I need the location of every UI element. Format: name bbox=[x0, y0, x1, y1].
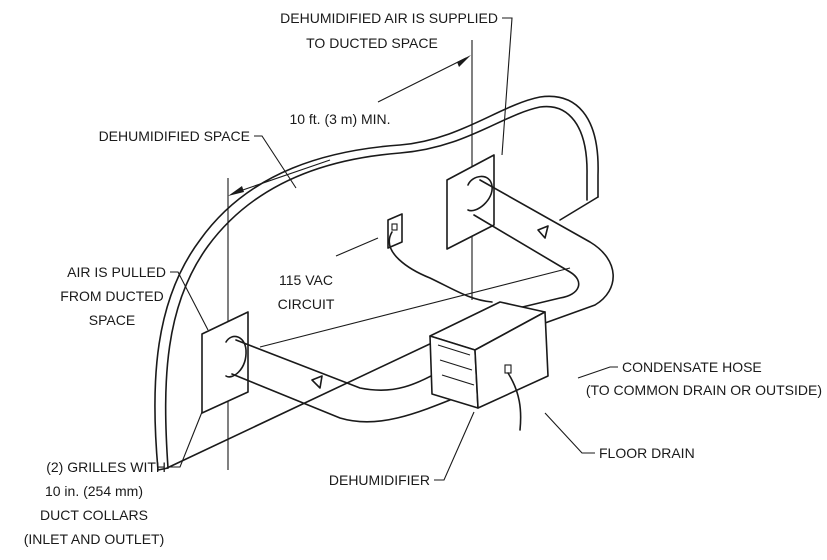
label-pulled-line1: AIR IS PULLED bbox=[67, 264, 166, 280]
label-dehumidifier: DEHUMIDIFIER bbox=[329, 472, 430, 488]
label-grilles-line3: DUCT COLLARS bbox=[40, 507, 148, 523]
power-cord bbox=[388, 231, 493, 303]
panel-top-edge bbox=[154, 95, 599, 471]
leader-floor-drain bbox=[544, 412, 595, 454]
dehumidified-space-panel bbox=[154, 95, 599, 471]
label-grilles-line4: (INLET AND OUTLET) bbox=[24, 531, 165, 547]
leader-condensate bbox=[577, 366, 618, 379]
label-space: DEHUMIDIFIED SPACE bbox=[99, 128, 250, 144]
leader-supply bbox=[501, 17, 513, 156]
label-pulled-line3: SPACE bbox=[89, 312, 135, 328]
panel-bottom-edge bbox=[166, 324, 471, 469]
leader-grilles bbox=[170, 411, 203, 468]
leader-circuit bbox=[335, 237, 379, 257]
label-circuit-line1: 115 VAC bbox=[279, 272, 333, 288]
supply-flow-arrow bbox=[537, 225, 549, 239]
label-grilles-line1: (2) GRILLES WITH bbox=[46, 459, 166, 475]
supply-grille-plate bbox=[446, 154, 495, 250]
label-grilles-line2: 10 in. (254 mm) bbox=[45, 483, 143, 499]
supply-grille bbox=[446, 154, 495, 250]
label-floor-drain: FLOOR DRAIN bbox=[599, 445, 695, 461]
dimension-line-left bbox=[233, 159, 331, 194]
outlet bbox=[387, 213, 493, 303]
leader-pulled bbox=[170, 271, 209, 331]
panel-right-edge bbox=[559, 196, 599, 221]
dimension-line-right bbox=[377, 57, 467, 103]
outlet-receptacle bbox=[391, 223, 398, 231]
floor-line bbox=[259, 267, 571, 348]
dimension-arrow-left bbox=[228, 186, 244, 196]
label-circuit-line2: CIRCUIT bbox=[278, 296, 335, 312]
outlet-plate bbox=[387, 213, 403, 249]
panel-top-edge-inner bbox=[164, 105, 588, 469]
supply-duct bbox=[473, 179, 614, 333]
return-grille bbox=[201, 311, 249, 414]
leader-lines bbox=[170, 17, 618, 481]
label-supply-line2: TO DUCTED SPACE bbox=[306, 35, 438, 51]
dehumidifier-unit bbox=[429, 301, 549, 431]
label-condensate-line2: (TO COMMON DRAIN OR OUTSIDE) bbox=[586, 382, 822, 398]
label-supply-line1: DEHUMIDIFIED AIR IS SUPPLIED bbox=[280, 10, 498, 26]
leader-dehumidifier bbox=[434, 411, 475, 481]
dimension-arrow-right bbox=[457, 55, 471, 67]
label-pulled-line2: FROM DUCTED bbox=[60, 288, 163, 304]
return-grille-plate bbox=[201, 311, 249, 414]
return-collar bbox=[225, 335, 247, 378]
leader-space bbox=[254, 135, 297, 189]
floor-drain-hose bbox=[507, 372, 522, 431]
return-flow-arrow bbox=[311, 375, 323, 389]
label-distance: 10 ft. (3 m) MIN. bbox=[289, 111, 390, 127]
unit-side bbox=[474, 311, 549, 409]
label-condensate-line1: CONDENSATE HOSE bbox=[622, 359, 762, 375]
